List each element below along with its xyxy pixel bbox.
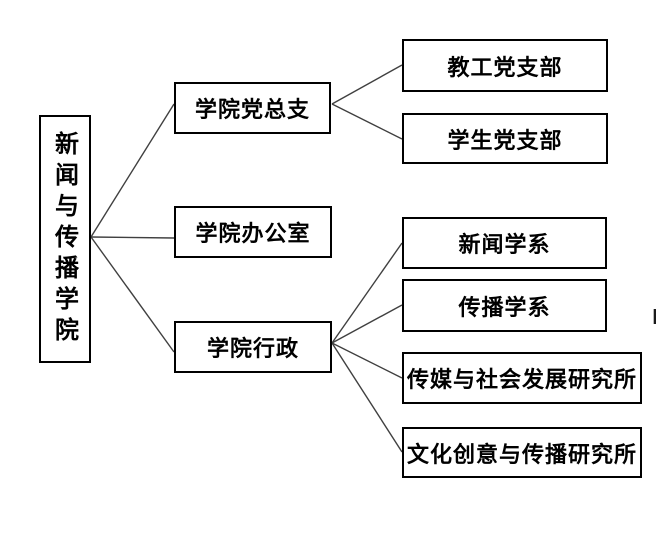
node-cultural-creativity-institute: 文化创意与传播研究所 — [402, 427, 642, 478]
node-administration: 学院行政 — [174, 321, 332, 373]
connector-party-committee-student-branch — [331, 103, 403, 140]
connector-root-party-committee — [90, 103, 175, 238]
node-faculty-party-branch: 教工党支部 — [402, 39, 608, 92]
node-communication-dept: 传播学系 — [402, 279, 607, 332]
stray-mark — [653, 309, 656, 324]
connector-administration-cultural-creativity-institute — [331, 342, 403, 453]
node-party-committee: 学院党总支 — [174, 82, 331, 134]
connector-root-administration — [90, 236, 175, 353]
node-root: 新闻与传播学院 — [39, 115, 91, 363]
connector-administration-media-society-institute — [331, 342, 403, 379]
node-journalism-dept: 新闻学系 — [402, 217, 607, 269]
node-media-society-institute: 传媒与社会发展研究所 — [402, 352, 642, 404]
connector-administration-communication-dept — [331, 304, 403, 344]
connector-administration-journalism-dept — [331, 242, 403, 344]
connector-party-committee-faculty-branch — [331, 64, 403, 105]
node-student-party-branch: 学生党支部 — [402, 113, 608, 164]
node-office: 学院办公室 — [174, 206, 332, 258]
connector-root-office — [90, 236, 175, 239]
